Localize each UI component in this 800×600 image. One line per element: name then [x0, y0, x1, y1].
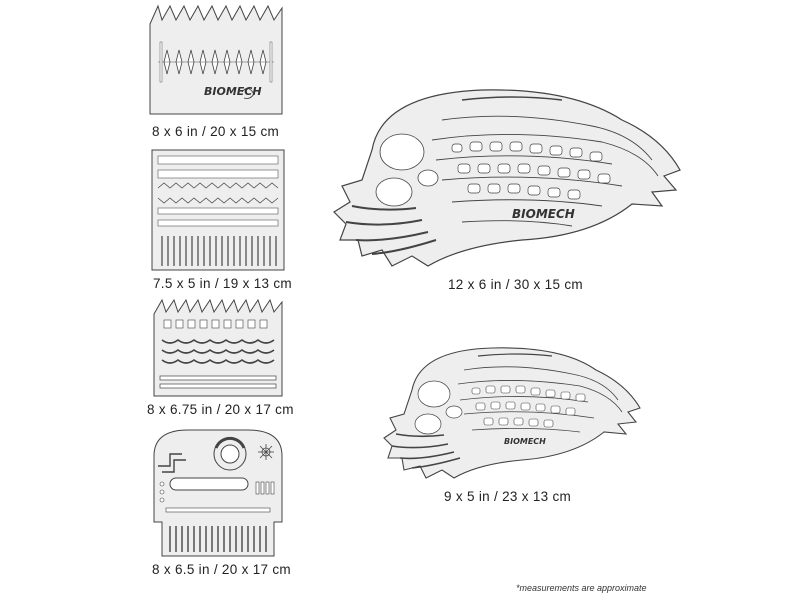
stencil-1-caption: 8 x 6 in / 20 x 15 cm	[152, 124, 280, 139]
stencil-4-image	[148, 426, 288, 560]
stencil-6-drawing: BIOMECH	[383, 347, 641, 479]
stencil-5-caption: 12 x 6 in / 30 x 15 cm	[448, 277, 583, 292]
stencil-5-brand: BIOMECH	[512, 207, 575, 221]
stencil-6-caption: 9 x 5 in / 23 x 13 cm	[444, 489, 572, 504]
stencil-2-caption: 7.5 x 5 in / 19 x 13 cm	[153, 276, 292, 291]
stencil-6-brand: BIOMECH	[504, 437, 546, 446]
stencil-3-caption: 8 x 6.75 in / 20 x 17 cm	[147, 402, 294, 417]
stencil-2-drawing	[151, 149, 285, 271]
stencil-3-image	[148, 296, 288, 400]
stencil-5-drawing: BIOMECH	[333, 89, 681, 267]
stencil-5-image: BIOMECH	[332, 80, 688, 276]
stencil-4-drawing	[153, 429, 283, 557]
stencil-1-image: BIOMECH	[146, 4, 286, 122]
stencil-1-brand: BIOMECH	[204, 85, 262, 98]
measurement-footnote: *measurements are approximate	[516, 583, 647, 593]
stencil-6-image: BIOMECH	[382, 340, 644, 486]
stencil-3-drawing	[153, 298, 283, 397]
stencil-2-image	[150, 148, 286, 272]
stencil-1-drawing: BIOMECH	[149, 4, 283, 115]
stencil-4-caption: 8 x 6.5 in / 20 x 17 cm	[152, 562, 291, 577]
